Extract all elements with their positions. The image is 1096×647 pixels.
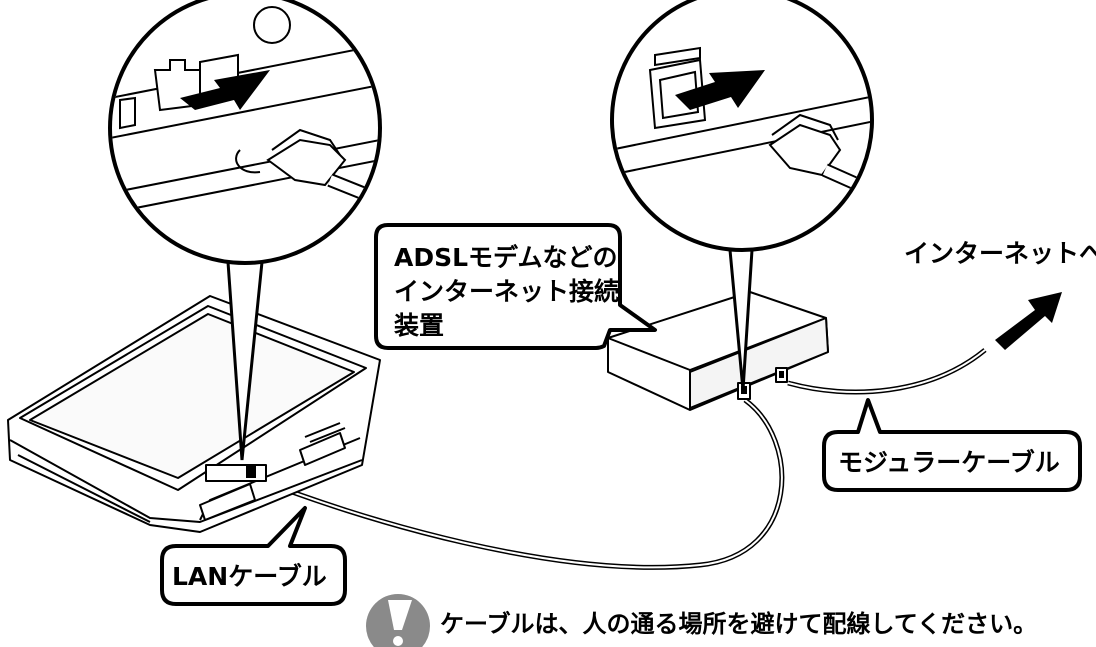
internet-arrow-icon	[995, 292, 1062, 350]
modular-cable-callout: モジュラーケーブル	[822, 398, 1082, 492]
lan-cable	[249, 397, 785, 570]
adsl-device-label-line3: 装置	[394, 311, 444, 340]
adsl-device-callout: ADSLモデムなどの インターネット接続 装置	[374, 223, 657, 350]
laptop-port-zoom	[108, 0, 382, 461]
modular-cable-label: モジュラーケーブル	[838, 448, 1060, 477]
lan-cable-callout: LANケーブル	[160, 506, 347, 606]
caution-icon	[366, 594, 430, 647]
cable-routing-note: ケーブルは、人の通る場所を避けて配線してください。	[440, 610, 1037, 638]
laptop	[7, 295, 381, 533]
adsl-modem	[607, 291, 829, 411]
internet-label: インターネットへ	[904, 239, 1096, 268]
lan-cable-label: LANケーブル	[172, 562, 327, 591]
modular-cable	[787, 348, 987, 395]
adsl-device-label-line2: インターネット接続	[394, 277, 619, 306]
modem-port-zoom	[610, 0, 874, 391]
adsl-device-label-line1: ADSLモデムなどの	[394, 243, 618, 272]
